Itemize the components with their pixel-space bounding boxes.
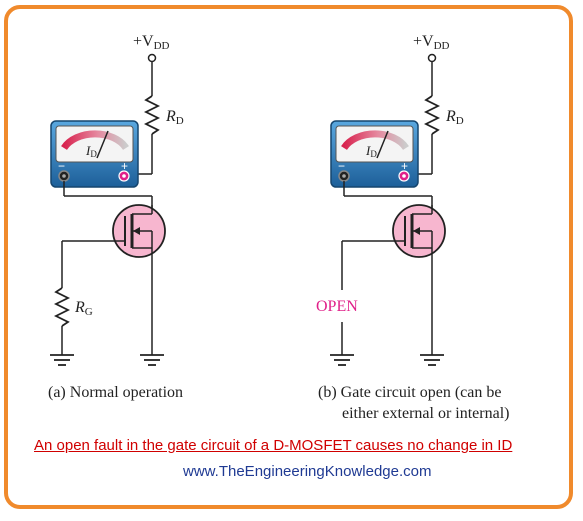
circuit-b: +VDD RD ID − +: [316, 33, 464, 366]
fault-statement: An open fault in the gate circuit of a D…: [34, 437, 513, 454]
rd-label-b: RD: [445, 108, 464, 127]
caption-b-line1: (b) Gate circuit open (can be: [318, 384, 501, 401]
meter-label-b: ID: [365, 143, 377, 159]
rg-label-a: RG: [74, 299, 93, 318]
ammeter-a: ID − +: [50, 120, 139, 188]
circuit-a: +VDD RD ID − +: [50, 33, 184, 366]
mosfet-b: [392, 204, 446, 258]
ground-source-b: [420, 354, 444, 366]
vdd-terminal-b: [427, 53, 437, 63]
meter-plus-b: +: [401, 159, 408, 173]
open-label: OPEN: [316, 298, 358, 315]
rd-label-a: RD: [165, 108, 184, 127]
ground-gate-b: [330, 354, 354, 366]
ground-source-a: [140, 354, 164, 366]
caption-a: (a) Normal operation: [48, 384, 183, 401]
rg-resistor-a: [53, 287, 71, 327]
vdd-terminal-a: [147, 53, 157, 63]
rd-resistor-b: [423, 95, 441, 135]
caption-b-line2: either external or internal): [342, 405, 509, 422]
meter-label-a: ID: [85, 143, 97, 159]
rd-resistor-a: [143, 95, 161, 135]
vdd-label-b: +VDD: [413, 33, 450, 52]
website-link[interactable]: www.TheEngineeringKnowledge.com: [183, 463, 432, 480]
meter-minus-b: −: [338, 159, 345, 173]
meter-plus-a: +: [121, 159, 128, 173]
ammeter-b: ID − +: [330, 120, 419, 188]
ground-gate-a: [50, 354, 74, 366]
vdd-label-a: +VDD: [133, 33, 170, 52]
mosfet-a: [112, 204, 166, 258]
meter-minus-a: −: [58, 159, 65, 173]
orange-border: [4, 5, 573, 509]
